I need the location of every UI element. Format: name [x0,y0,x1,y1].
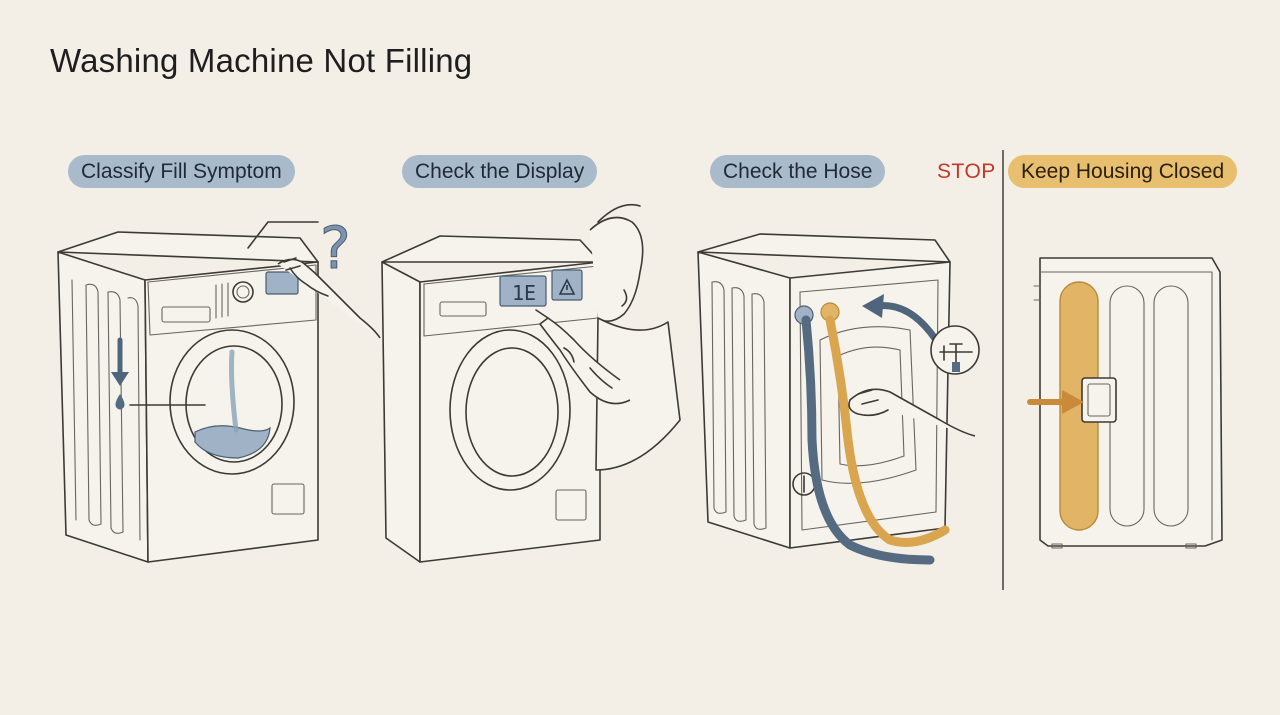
washer-illustration-housing-closed [1027,257,1223,549]
page-title: Washing Machine Not Filling [50,42,473,79]
washer-illustration-classify: ? [57,214,381,563]
warning-triangle-icon [558,278,576,295]
error-code-text: 1E [512,281,536,305]
step-label-keep-housing-closed: Keep Housing Closed [1008,155,1238,188]
step-label-check-the-display: Check the Display [402,155,598,188]
step-label-check-the-hose: Check the Hose [710,155,886,188]
stop-divider-line [1002,150,1004,590]
washer-illustration-hose [697,233,980,565]
water-tap-inset-icon [930,325,980,375]
washer-illustration-display: 1E [381,203,681,563]
stop-label: STOP [937,160,996,183]
question-mark-icon: ? [320,214,351,282]
housing-clip-icon [1081,377,1117,423]
step-label-classify-fill-symptom: Classify Fill Symptom [68,155,295,188]
error-code-display [499,275,547,307]
